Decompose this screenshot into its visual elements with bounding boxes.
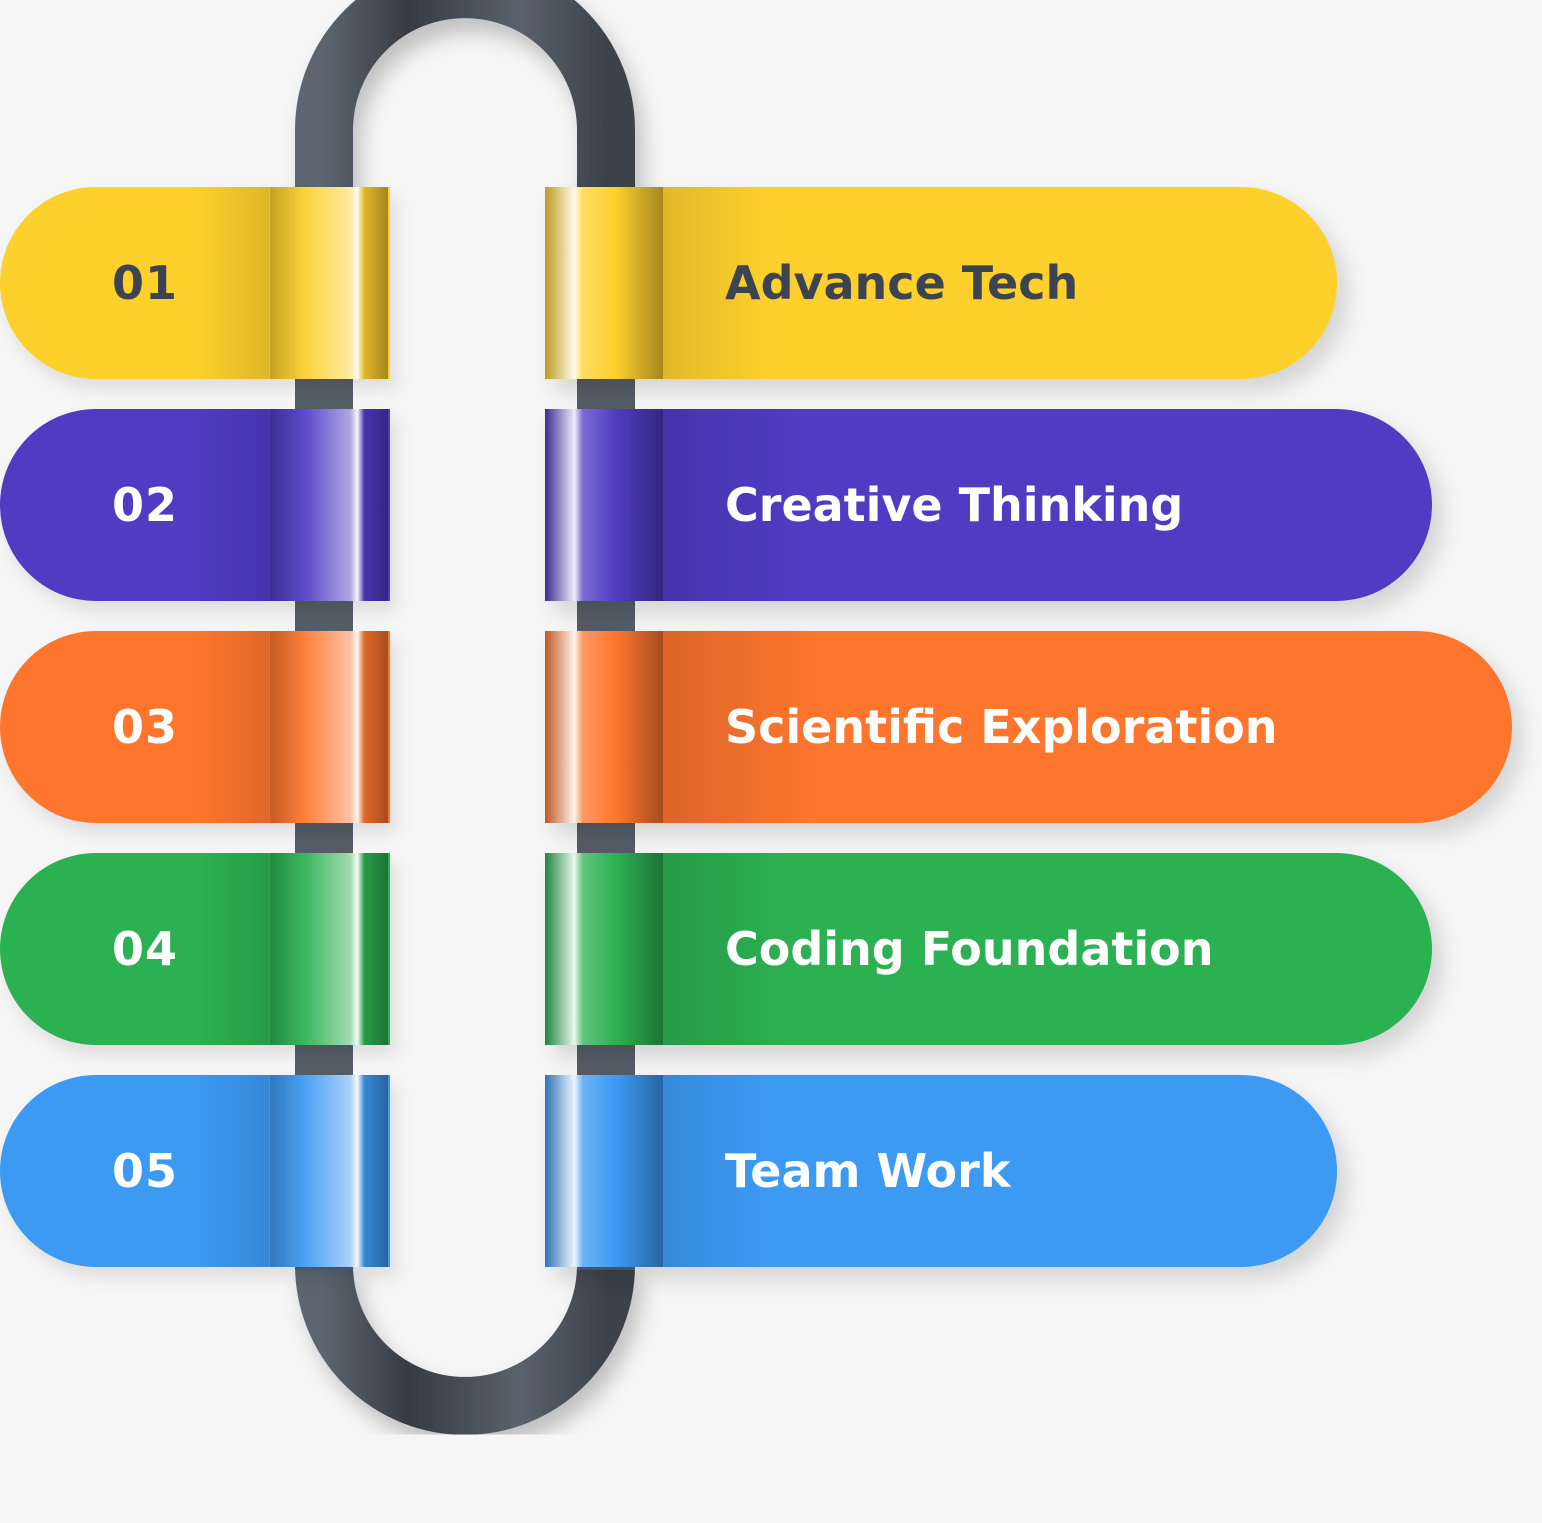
step-3-title-pill: Scientific Exploration: [545, 631, 1512, 823]
step-1-title-pill: Advance Tech: [545, 187, 1337, 379]
step-4-left-band: [270, 853, 388, 1045]
step-3-number-pill: 03: [0, 631, 390, 823]
step-1-number-pill: 01: [0, 187, 390, 379]
step-4-right-band: [545, 853, 663, 1045]
step-1-title: Advance Tech: [725, 256, 1079, 310]
step-5-title-pill: Team Work: [545, 1075, 1337, 1267]
step-5-number-pill: 05: [0, 1075, 390, 1267]
step-5-number: 05: [112, 1144, 179, 1198]
step-1-right-band: [545, 187, 663, 379]
step-2-number: 02: [112, 478, 179, 532]
step-1-left-band: [270, 187, 388, 379]
step-2-number-pill: 02: [0, 409, 390, 601]
step-4-number-pill: 04: [0, 853, 390, 1045]
step-3-title: Scientific Exploration: [725, 700, 1278, 754]
step-3-right-band: [545, 631, 663, 823]
step-2-title-pill: Creative Thinking: [545, 409, 1432, 601]
step-3-left-band: [270, 631, 388, 823]
step-4-number: 04: [112, 922, 179, 976]
step-5-left-band: [270, 1075, 388, 1267]
step-5-title: Team Work: [725, 1144, 1011, 1198]
step-3-number: 03: [112, 700, 179, 754]
step-4-title-pill: Coding Foundation: [545, 853, 1432, 1045]
step-2-right-band: [545, 409, 663, 601]
step-1-number: 01: [112, 256, 179, 310]
step-5-right-band: [545, 1075, 663, 1267]
step-2-title: Creative Thinking: [725, 478, 1184, 532]
step-2-left-band: [270, 409, 388, 601]
step-4-title: Coding Foundation: [725, 922, 1214, 976]
